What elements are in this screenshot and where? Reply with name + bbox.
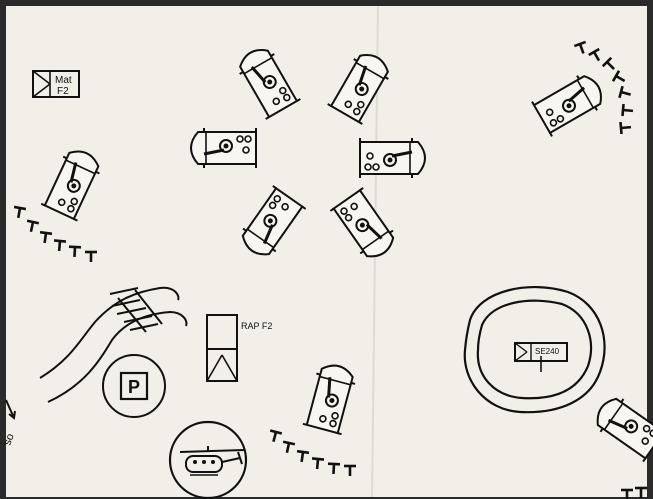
parking-symbol: P	[128, 377, 140, 397]
vehicle-icon	[360, 138, 425, 178]
rap-label: RAP F2	[241, 321, 272, 331]
vehicle-icon	[191, 128, 256, 168]
mat-sub-label: F2	[57, 86, 69, 97]
island-label: SE240	[535, 347, 560, 356]
mat-label: Mat	[55, 75, 72, 86]
